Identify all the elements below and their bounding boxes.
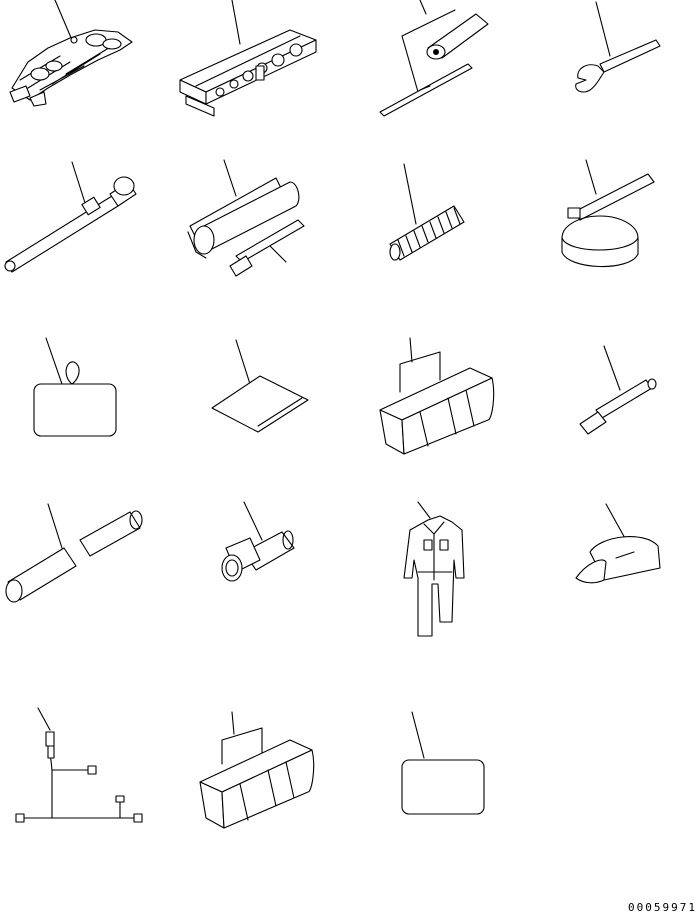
wrench-set-icon (9, 0, 133, 107)
fitting-nut-icon (221, 501, 295, 582)
drawing-number: 00059971 (628, 901, 697, 914)
tool-bag-icon (379, 337, 495, 455)
coverall-suit-icon (403, 501, 465, 637)
nozzle-icon (579, 345, 657, 435)
grease-pipe-icon (4, 161, 137, 273)
grease-gun-icon (187, 159, 305, 277)
manual-sheet-icon (211, 339, 309, 433)
filter-wrench-icon (561, 159, 655, 268)
socket-set-case-icon (179, 0, 317, 117)
spring-coil-icon (389, 163, 465, 261)
open-end-wrench-icon (575, 1, 661, 93)
wire-harness-icon (15, 707, 143, 823)
screwdriver-icon (379, 0, 489, 117)
cap-hat-icon (575, 503, 661, 584)
tag-plate-icon (33, 337, 117, 437)
plate-icon (401, 711, 485, 815)
tool-bag-icon (199, 711, 315, 829)
hose-pipe-icon (5, 503, 143, 603)
